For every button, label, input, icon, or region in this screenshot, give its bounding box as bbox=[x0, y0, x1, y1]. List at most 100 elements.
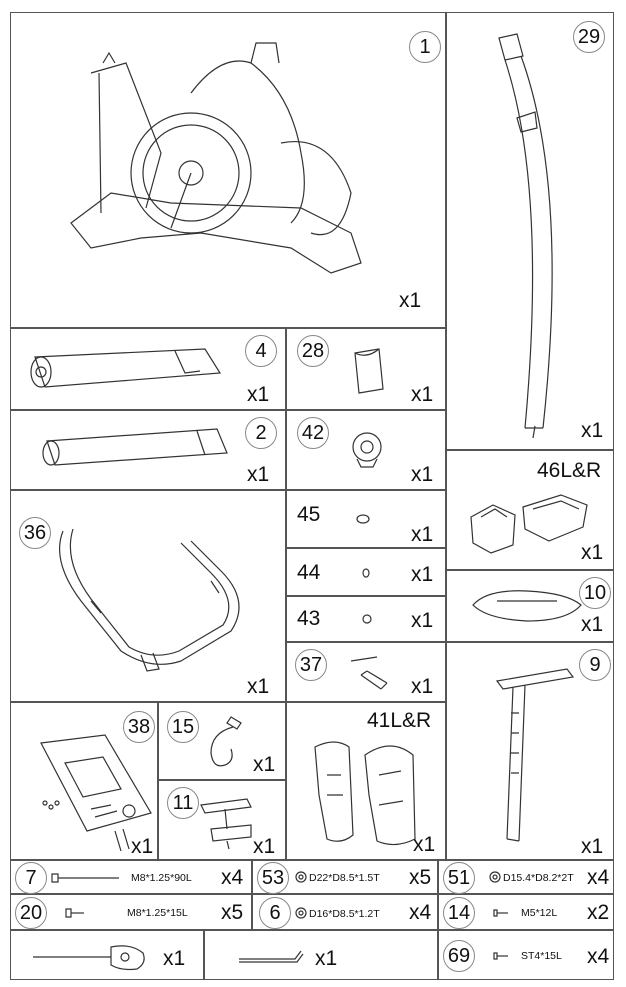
washer-icon bbox=[489, 871, 501, 883]
hardware-qty-69: x4 bbox=[587, 945, 610, 968]
part-number-45: 45 bbox=[297, 503, 321, 526]
cell-part-45: 45 x1 bbox=[286, 490, 446, 548]
cell-part-1: 1 x1 bbox=[10, 12, 446, 328]
part-qty-4: x1 bbox=[247, 383, 270, 406]
part-number-38: 38 bbox=[123, 711, 155, 743]
cell-hardware-14: 14 M5*12L x2 bbox=[438, 894, 614, 930]
part-qty-46: x1 bbox=[581, 541, 604, 564]
cell-hardware-6: 6 D16*D8.5*1.2T x4 bbox=[252, 894, 438, 930]
hardware-number-6: 6 bbox=[259, 897, 291, 929]
part-number-42: 42 bbox=[297, 417, 329, 449]
cell-part-44: 44 x1 bbox=[286, 548, 446, 596]
cell-hardware-53: 53 D22*D8.5*1.5T x5 bbox=[252, 860, 438, 894]
bolt-icon bbox=[65, 908, 85, 918]
part-number-15: 15 bbox=[167, 711, 199, 743]
part-number-37: 37 bbox=[295, 649, 327, 681]
handlebar-illustration bbox=[41, 521, 261, 691]
hardware-number-51: 51 bbox=[443, 862, 475, 894]
cell-part-37: 37 x1 bbox=[286, 642, 446, 702]
part-number-44: 44 bbox=[297, 561, 321, 584]
seat-slider-illustration bbox=[487, 663, 587, 843]
part-number-43: 43 bbox=[297, 607, 321, 630]
allen-key-icon bbox=[237, 947, 303, 965]
cell-tool-allen: x1 bbox=[204, 930, 438, 980]
part-number-11: 11 bbox=[167, 787, 199, 819]
part-qty-44: x1 bbox=[411, 563, 434, 586]
part-qty-15: x1 bbox=[253, 753, 276, 776]
nut-illustration bbox=[361, 613, 373, 625]
front-stabilizer-illustration bbox=[25, 343, 225, 393]
part-qty-28: x1 bbox=[411, 383, 434, 406]
seat-tube-illustration bbox=[477, 28, 587, 438]
cell-part-36: 36 x1 bbox=[10, 490, 286, 702]
part-qty-37: x1 bbox=[411, 675, 434, 698]
cell-part-28: 28 x1 bbox=[286, 328, 446, 410]
hardware-spec-53: D22*D8.5*1.5T bbox=[309, 872, 380, 884]
hardware-number-7: 7 bbox=[15, 862, 47, 894]
part-qty-42: x1 bbox=[411, 463, 434, 486]
hardware-qty-51: x4 bbox=[587, 866, 610, 889]
hardware-number-20: 20 bbox=[15, 897, 47, 929]
part-number-46: 46L&R bbox=[537, 459, 602, 482]
part-qty-9: x1 bbox=[581, 835, 604, 858]
cover-illustration bbox=[467, 585, 587, 625]
screw-icon bbox=[493, 908, 509, 918]
part-number-36: 36 bbox=[19, 517, 51, 549]
part-number-1: 1 bbox=[409, 31, 441, 63]
cell-hardware-51: 51 D15.4*D8.2*2T x4 bbox=[438, 860, 614, 894]
hardware-number-69: 69 bbox=[443, 940, 475, 972]
part-qty-38: x1 bbox=[131, 835, 154, 858]
knob-illustration bbox=[349, 429, 385, 469]
tool-qty-wrench: x1 bbox=[163, 947, 186, 970]
part-qty-36: x1 bbox=[247, 675, 270, 698]
cell-part-38: 38 x1 bbox=[10, 702, 158, 860]
hardware-spec-6: D16*D8.5*1.2T bbox=[309, 908, 380, 920]
part-qty-29: x1 bbox=[581, 419, 604, 442]
part-number-29: 29 bbox=[573, 21, 605, 53]
bracket-illustration bbox=[197, 795, 267, 851]
hardware-number-14: 14 bbox=[443, 897, 475, 929]
cell-part-41: 41L&R x1 bbox=[286, 702, 446, 860]
part-number-41: 41L&R bbox=[367, 709, 432, 732]
main-frame-illustration bbox=[51, 33, 391, 293]
cell-part-2: 2 x1 bbox=[10, 410, 286, 490]
part-qty-45: x1 bbox=[411, 523, 434, 546]
part-number-10: 10 bbox=[579, 577, 611, 609]
cell-part-42: 42 x1 bbox=[286, 410, 446, 490]
hardware-spec-51: D15.4*D8.2*2T bbox=[503, 872, 574, 884]
multi-wrench-icon bbox=[31, 943, 151, 971]
cell-part-46: 46L&R x1 bbox=[446, 450, 614, 570]
tool-qty-allen: x1 bbox=[315, 947, 338, 970]
part-qty-43: x1 bbox=[411, 609, 434, 632]
t-knob-illustration bbox=[347, 653, 391, 693]
end-cap-illustration bbox=[349, 345, 389, 397]
console-illustration bbox=[25, 733, 155, 853]
cell-part-15: 15 x1 bbox=[158, 702, 286, 780]
bolt-icon bbox=[51, 873, 121, 883]
part-qty-1: x1 bbox=[399, 289, 422, 312]
hardware-qty-14: x2 bbox=[587, 901, 610, 924]
hardware-spec-20: M8*1.25*15L bbox=[127, 907, 188, 919]
part-number-9: 9 bbox=[579, 649, 611, 681]
hardware-number-53: 53 bbox=[257, 862, 289, 894]
hardware-spec-69: ST4*15L bbox=[521, 950, 562, 962]
bushing-illustration bbox=[355, 513, 371, 525]
cable-illustration bbox=[201, 713, 251, 773]
part-qty-10: x1 bbox=[581, 613, 604, 636]
part-number-2: 2 bbox=[245, 417, 277, 449]
hardware-qty-53: x5 bbox=[409, 866, 432, 889]
washer-icon bbox=[295, 871, 307, 883]
cell-part-4: 4 x1 bbox=[10, 328, 286, 410]
screw-icon bbox=[493, 951, 509, 961]
cell-hardware-69: 69 ST4*15L x4 bbox=[438, 930, 614, 980]
cell-tool-wrench: x1 bbox=[10, 930, 204, 980]
washer-icon bbox=[295, 907, 307, 919]
cell-hardware-7: 7 M8*1.25*90L x4 bbox=[10, 860, 252, 894]
hardware-spec-7: M8*1.25*90L bbox=[131, 872, 192, 884]
hardware-qty-20: x5 bbox=[221, 901, 244, 924]
cell-part-10: 10 x1 bbox=[446, 570, 614, 642]
rear-stabilizer-illustration bbox=[37, 425, 237, 471]
hardware-spec-14: M5*12L bbox=[521, 907, 558, 919]
part-number-4: 4 bbox=[245, 335, 277, 367]
part-number-28: 28 bbox=[297, 335, 329, 367]
